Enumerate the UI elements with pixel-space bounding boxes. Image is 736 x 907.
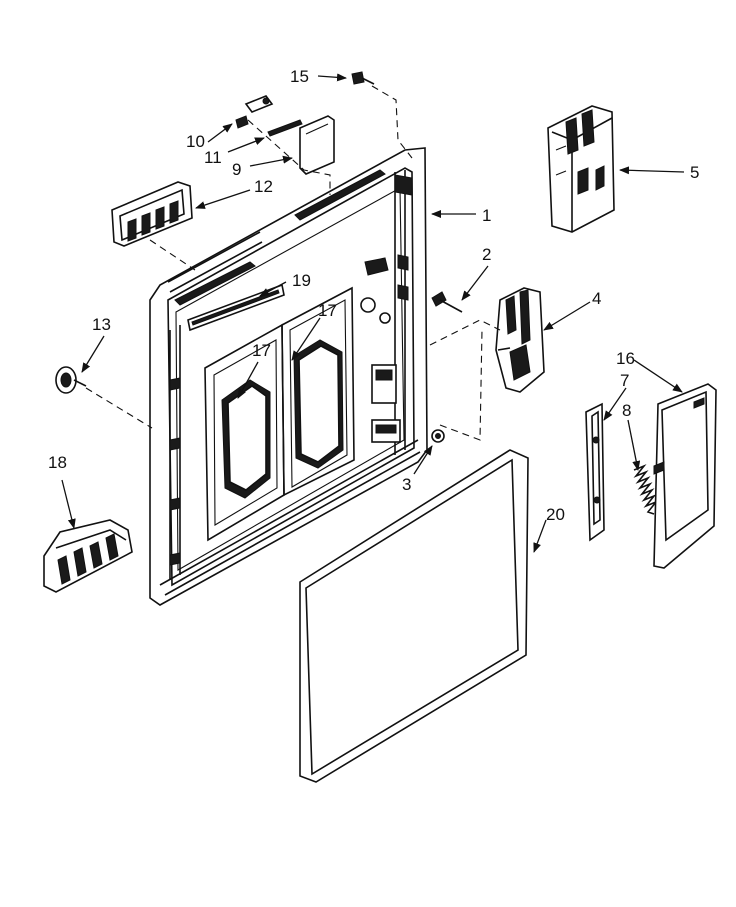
callout-labels: 1 2 3 4 5 7 8 9 10 11 12 13 15 16 17 17 … [48, 67, 699, 524]
callout-19: 19 [292, 271, 311, 290]
side-trim [653, 383, 717, 569]
bumper [431, 429, 445, 443]
callout-15: 15 [290, 67, 309, 86]
callout-12: 12 [254, 177, 273, 196]
latch-assembly [495, 287, 545, 393]
callout-10: 10 [186, 132, 205, 151]
switch-lever [431, 291, 463, 313]
callout-17a: 17 [318, 301, 337, 320]
callout-20: 20 [546, 505, 565, 524]
callout-7: 7 [620, 371, 629, 390]
callout-18: 18 [48, 453, 67, 472]
liner-panel-right [281, 286, 355, 497]
switch-cover [299, 115, 335, 175]
outer-door-panel [299, 449, 529, 783]
callout-13: 13 [92, 315, 111, 334]
handle-bracket [111, 181, 193, 247]
screw-small [235, 115, 249, 129]
strike-bracket [585, 402, 605, 542]
inner-door-panel [149, 147, 428, 606]
callout-8: 8 [622, 401, 631, 420]
callout-3: 3 [402, 475, 411, 494]
callout-4: 4 [592, 289, 601, 308]
callout-5: 5 [690, 163, 699, 182]
pin [267, 119, 303, 137]
callout-16: 16 [616, 349, 635, 368]
callout-17b: 17 [252, 341, 271, 360]
callout-11: 11 [204, 148, 222, 167]
callout-9: 9 [232, 160, 241, 179]
callout-1: 1 [482, 206, 491, 225]
callout-2: 2 [482, 245, 491, 264]
latch-housing [547, 105, 615, 233]
screw [351, 71, 375, 85]
clip-bracket [244, 95, 274, 113]
door-handle [43, 519, 133, 593]
knob [55, 366, 87, 394]
spring [633, 464, 659, 515]
leader-lines [61, 73, 685, 553]
